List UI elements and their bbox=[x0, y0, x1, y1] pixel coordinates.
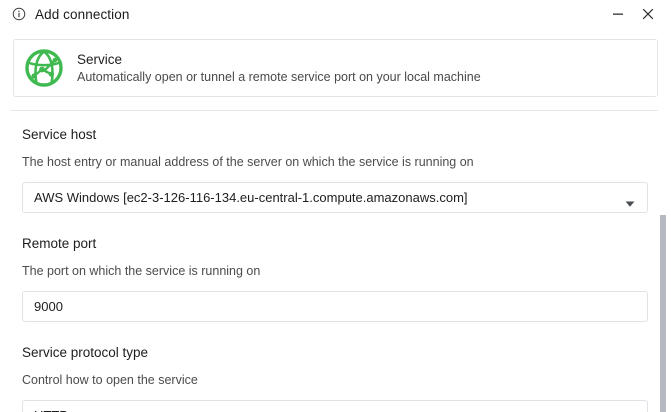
info-circle-icon bbox=[12, 7, 26, 21]
window-titlebar: Add connection bbox=[0, 0, 671, 28]
service-host-value: AWS Windows [ec2-3-126-116-134.eu-centra… bbox=[34, 190, 468, 205]
service-card-description: Automatically open or tunnel a remote se… bbox=[77, 70, 481, 85]
service-card-texts: Service Automatically open or tunnel a r… bbox=[77, 52, 481, 85]
service-protocol-description: Control how to open the service bbox=[22, 372, 198, 387]
vertical-scrollbar-track[interactable] bbox=[660, 104, 671, 412]
remote-port-description: The port on which the service is running… bbox=[22, 263, 261, 278]
service-protocol-dropdown[interactable]: HTTP bbox=[22, 400, 648, 412]
service-host-dropdown[interactable]: AWS Windows [ec2-3-126-116-134.eu-centra… bbox=[22, 182, 648, 213]
chevron-down-icon bbox=[625, 194, 635, 207]
remote-port-value: 9000 bbox=[34, 299, 63, 314]
service-host-label: Service host bbox=[22, 127, 97, 142]
field-remote-port: Remote port The port on which the servic… bbox=[0, 237, 660, 322]
service-protocol-value: HTTP bbox=[23, 408, 68, 412]
vertical-scrollbar-thumb[interactable] bbox=[660, 215, 666, 412]
service-type-card[interactable]: Service Automatically open or tunnel a r… bbox=[13, 39, 658, 97]
field-service-host: Service host The host entry or manual ad… bbox=[0, 128, 660, 213]
green-globe-network-icon bbox=[24, 48, 64, 88]
service-card-title: Service bbox=[77, 51, 123, 67]
section-divider bbox=[10, 110, 658, 111]
field-service-protocol-type: Service protocol type Control how to ope… bbox=[0, 346, 660, 412]
titlebar-left-group: Add connection bbox=[0, 7, 129, 22]
minimize-button[interactable] bbox=[603, 0, 633, 28]
remote-port-input[interactable]: 9000 bbox=[22, 291, 648, 322]
service-host-description: The host entry or manual address of the … bbox=[22, 154, 474, 169]
service-protocol-label: Service protocol type bbox=[22, 345, 149, 360]
window-title: Add connection bbox=[35, 6, 130, 22]
remote-port-label: Remote port bbox=[22, 236, 97, 251]
close-button[interactable] bbox=[633, 0, 663, 28]
connection-form: Service host The host entry or manual ad… bbox=[0, 111, 660, 412]
